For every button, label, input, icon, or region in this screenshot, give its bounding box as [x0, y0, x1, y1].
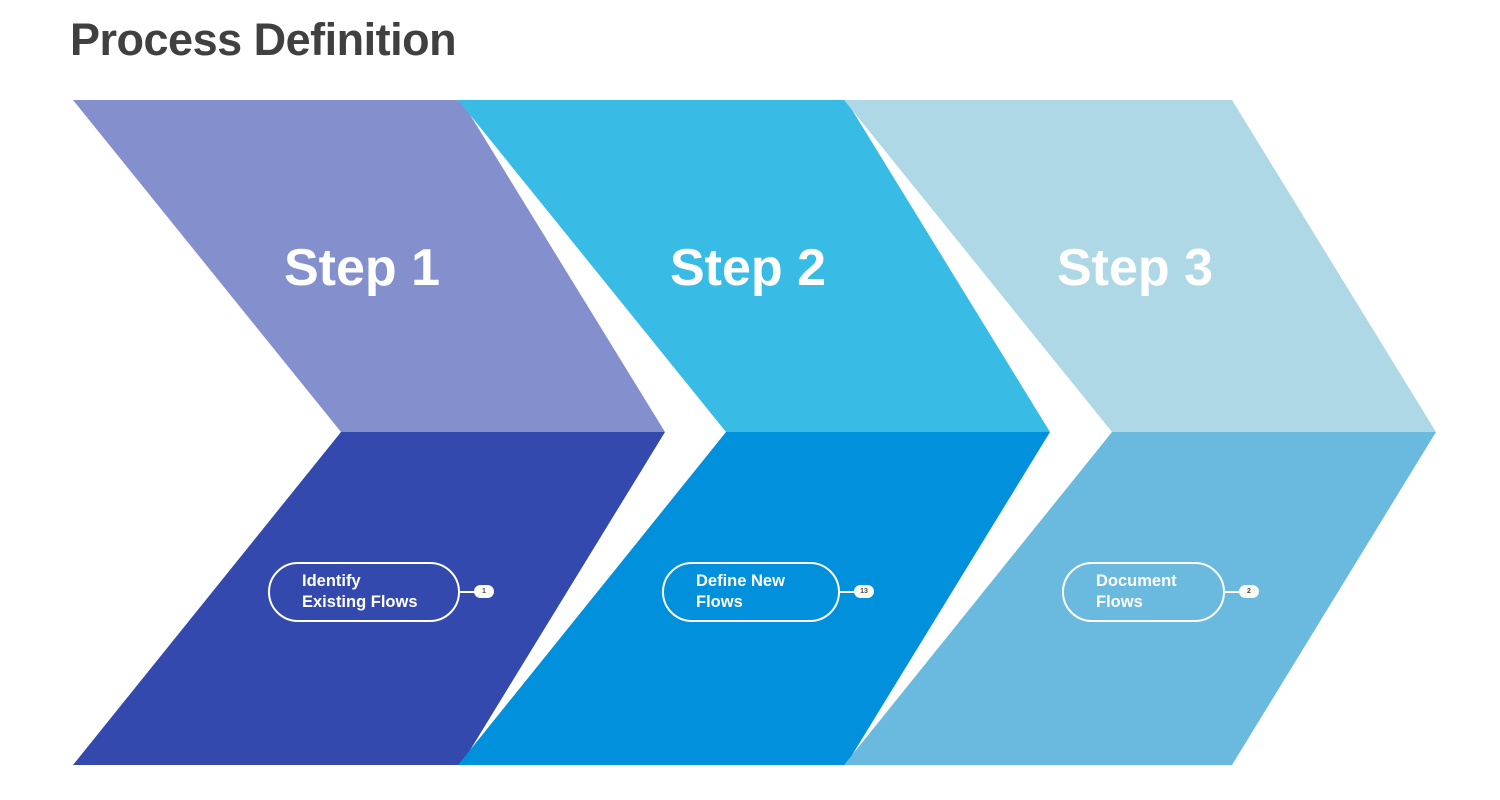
task-pill-2[interactable]: Define New Flows — [662, 562, 840, 622]
step-label-2: Step 2 — [670, 239, 827, 297]
badge-2[interactable]: 13 — [854, 585, 874, 598]
page-title: Process Definition — [70, 14, 457, 65]
task-pill-2-label: Define New Flows — [696, 571, 785, 611]
task-pill-3-label: Document Flows — [1096, 571, 1177, 611]
chevron-step-1-top[interactable] — [73, 100, 665, 432]
task-pill-1[interactable]: Identify Existing Flows — [268, 562, 460, 622]
task-pill-1-label: Identify Existing Flows — [302, 571, 418, 611]
chevron-step-1-bottom[interactable] — [73, 432, 665, 765]
badge-1[interactable]: 1 — [474, 585, 494, 598]
connector-line-2 — [838, 591, 860, 593]
chevron-step-2-bottom[interactable] — [458, 432, 1050, 765]
chevron-step-3-top[interactable] — [844, 100, 1436, 432]
chevron-step-3-bottom[interactable] — [844, 432, 1436, 765]
connector-line-1 — [458, 591, 480, 593]
connector-line-3 — [1223, 591, 1245, 593]
badge-3[interactable]: 2 — [1239, 585, 1259, 598]
step-label-1: Step 1 — [284, 239, 441, 297]
task-pill-3[interactable]: Document Flows — [1062, 562, 1225, 622]
step-label-3: Step 3 — [1057, 239, 1214, 297]
chevron-step-2-top[interactable] — [458, 100, 1050, 432]
